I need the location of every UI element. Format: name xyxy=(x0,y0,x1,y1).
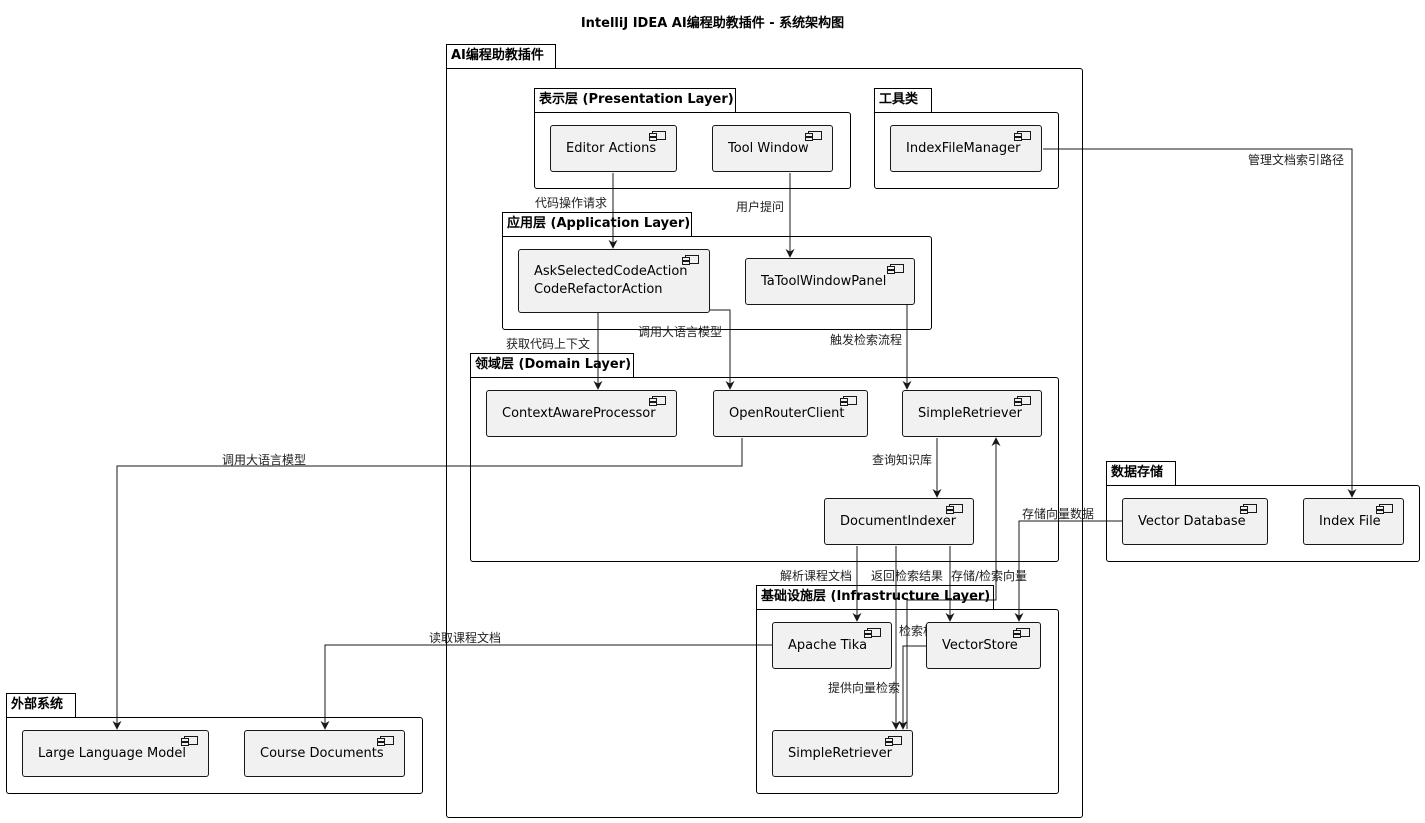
component-vector-database: Vector Database xyxy=(1122,498,1268,545)
edge-label-user-question: 用户提问 xyxy=(736,200,785,214)
component-icon xyxy=(181,736,198,746)
component-label: DocumentIndexer xyxy=(840,513,957,529)
edge-label-trigger-retrieval: 触发检索流程 xyxy=(830,333,903,347)
component-icon xyxy=(805,131,822,141)
package-tab-presentation: 表示层 (Presentation Layer) xyxy=(534,88,736,113)
component-label: VectorStore xyxy=(942,637,1018,653)
component-simple-retriever-domain: SimpleRetriever xyxy=(902,390,1042,437)
package-domain xyxy=(470,377,1059,562)
package-tab-application: 应用层 (Application Layer) xyxy=(502,212,692,237)
component-label: SimpleRetriever xyxy=(788,745,892,761)
diagram-title: IntelliJ IDEA AI编程助教插件 - 系统架构图 xyxy=(580,16,845,31)
edge-vectordb-to-vectorstore xyxy=(1014,520,1122,622)
component-editor-actions: Editor Actions xyxy=(550,125,677,172)
component-ta-tool-window-panel: TaToolWindowPanel xyxy=(745,258,915,305)
component-label: OpenRouterClient xyxy=(729,405,845,421)
component-index-file: Index File xyxy=(1303,498,1404,545)
component-label: SimpleRetriever xyxy=(918,405,1022,421)
edge-label-store-vector-data: 存储向量数据 xyxy=(1022,507,1095,521)
component-course-documents: Course Documents xyxy=(244,730,405,777)
package-tab-tools: 工具类 xyxy=(874,88,932,113)
edge-label-code-op-request: 代码操作请求 xyxy=(535,196,608,210)
edge-label-manage-index-path: 管理文档索引路径 xyxy=(1248,153,1345,167)
component-label-ask-selected: AskSelectedCodeAction xyxy=(534,264,688,279)
component-label: ContextAwareProcessor xyxy=(502,405,656,421)
component-icon xyxy=(1013,628,1030,638)
edge-vectorstore-to-infra-retriever xyxy=(898,645,926,730)
package-application xyxy=(502,236,932,330)
edge-label-call-llm-domain: 调用大语言模型 xyxy=(222,453,307,467)
edge-label-store-retrieve-vectors: 存储/检索向量 xyxy=(951,569,1028,583)
component-label: TaToolWindowPanel xyxy=(761,273,887,289)
edge-label-read-docs: 读取课程文档 xyxy=(429,631,502,645)
component-icon xyxy=(887,264,904,274)
component-apache-tika: Apache Tika xyxy=(772,622,892,669)
edge-label-call-llm-app: 调用大语言模型 xyxy=(638,325,723,339)
component-index-file-manager: IndexFileManager xyxy=(890,125,1042,172)
component-label: Index File xyxy=(1319,513,1381,529)
component-icon xyxy=(1240,504,1257,514)
component-label: Editor Actions xyxy=(566,140,657,156)
component-document-indexer: DocumentIndexer xyxy=(824,498,974,545)
component-label: IndexFileManager xyxy=(906,140,1021,156)
component-label: Tool Window xyxy=(728,140,809,156)
edge-tika-to-courses xyxy=(320,644,772,730)
edge-label-parse-docs: 解析课程文档 xyxy=(780,569,853,583)
edge-label-query-kb: 查询知识库 xyxy=(872,453,933,467)
component-context-aware-processor: ContextAwareProcessor xyxy=(486,390,677,437)
component-vector-store: VectorStore xyxy=(926,622,1041,669)
component-icon xyxy=(1376,504,1393,514)
package-tab-external: 外部系统 xyxy=(6,693,76,718)
component-large-language-model: Large Language Model xyxy=(22,730,209,777)
package-plugin xyxy=(446,68,1083,818)
edge-indexmgr-to-indexfile xyxy=(1043,148,1357,498)
component-icon xyxy=(682,255,699,265)
component-label: Apache Tika xyxy=(788,637,868,653)
component-icon xyxy=(1014,131,1031,141)
edge-label-return-results: 返回检索结果 xyxy=(871,569,944,583)
package-tab-plugin: AI编程助教插件 xyxy=(446,44,556,69)
edge-ask-to-openrouter xyxy=(710,309,735,390)
package-tab-domain: 领域层 (Domain Layer) xyxy=(470,353,634,378)
component-open-router-client: OpenRouterClient xyxy=(713,390,868,437)
component-label-code-refactor: CodeRefactorAction xyxy=(534,282,663,297)
component-icon xyxy=(1014,396,1031,406)
component-label: Large Language Model xyxy=(38,745,187,761)
component-icon xyxy=(946,504,963,514)
edge-openrouter-to-llm xyxy=(112,438,743,730)
package-tab-storage: 数据存储 xyxy=(1106,461,1176,486)
component-icon xyxy=(649,396,666,406)
edge-label-get-code-context: 获取代码上下文 xyxy=(506,337,591,351)
component-label: Vector Database xyxy=(1138,513,1246,529)
component-tool-window: Tool Window xyxy=(712,125,833,172)
component-icon xyxy=(377,736,394,746)
component-icon xyxy=(864,628,881,638)
package-presentation xyxy=(534,112,851,189)
component-icon xyxy=(649,131,666,141)
component-icon xyxy=(840,396,857,406)
edge-label-provide-vector-retrieval: 提供向量检索 xyxy=(828,681,901,695)
edge-infra-to-domain-retriever xyxy=(906,437,1001,729)
package-external xyxy=(6,717,423,794)
package-tools xyxy=(874,112,1059,189)
component-simple-retriever-infra: SimpleRetriever xyxy=(772,730,913,777)
component-icon xyxy=(885,736,902,746)
component-code-actions: AskSelectedCodeAction CodeRefactorAction xyxy=(518,249,710,313)
component-label: Course Documents xyxy=(260,745,384,761)
package-storage xyxy=(1106,485,1420,562)
